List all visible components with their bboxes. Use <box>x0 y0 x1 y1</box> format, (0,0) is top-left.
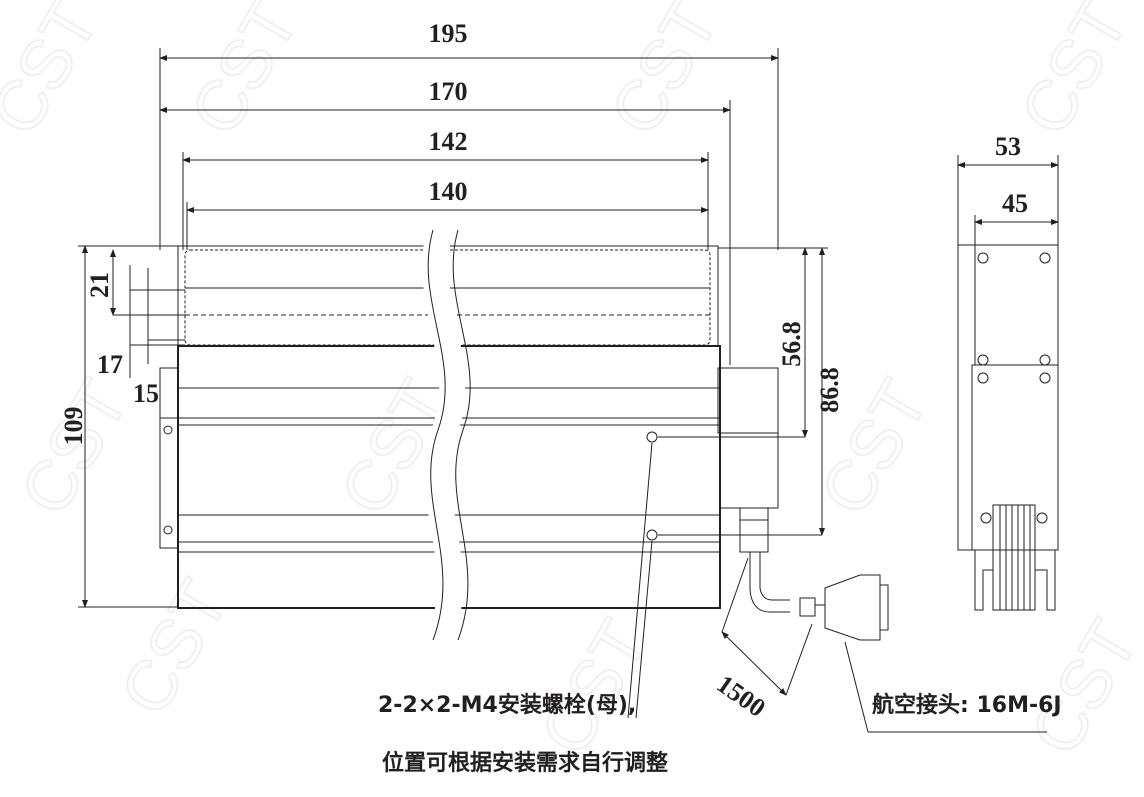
dimension-109: 109 <box>59 245 178 608</box>
svg-text:17: 17 <box>97 350 123 379</box>
connector-callout: 航空接头: 16M-6J <box>844 641 1062 733</box>
svg-text:CST: CST <box>105 567 243 727</box>
side-view: 53 45 <box>957 132 1059 611</box>
svg-text:CST: CST <box>525 607 663 767</box>
svg-text:CST: CST <box>595 0 733 148</box>
bolt-callout: 2-2×2-M4安装螺栓(母), 位置可根据安装需求自行调整 <box>378 442 668 776</box>
svg-text:140: 140 <box>429 177 468 206</box>
front-view <box>159 226 889 645</box>
svg-text:86.8: 86.8 <box>815 367 844 413</box>
cable-length-callout: 1500 <box>712 557 813 723</box>
svg-text:142: 142 <box>429 127 468 156</box>
svg-text:2-2×2-M4安装螺栓(母),: 2-2×2-M4安装螺栓(母), <box>378 692 636 718</box>
svg-text:CST: CST <box>1015 607 1144 767</box>
svg-text:CST: CST <box>175 0 313 148</box>
svg-text:航空接头: 16M-6J: 航空接头: 16M-6J <box>872 692 1062 718</box>
svg-text:170: 170 <box>429 77 468 106</box>
svg-text:1500: 1500 <box>712 669 771 723</box>
dimension-17-15: 17 15 <box>97 265 185 408</box>
svg-text:CST: CST <box>5 367 143 527</box>
svg-text:56.8: 56.8 <box>777 321 806 367</box>
dimension-86-8: 86.8 <box>815 247 844 536</box>
svg-text:15: 15 <box>133 379 159 408</box>
svg-text:CST: CST <box>1005 0 1143 148</box>
svg-text:21: 21 <box>85 272 114 298</box>
svg-text:53: 53 <box>995 132 1021 161</box>
dimension-142: 142 <box>182 127 709 250</box>
dimension-170: 170 <box>159 77 731 365</box>
svg-text:45: 45 <box>1002 189 1028 218</box>
svg-text:195: 195 <box>429 19 468 48</box>
dimension-21: 21 <box>85 249 185 316</box>
dimension-195: 195 <box>159 19 779 250</box>
dimension-140: 140 <box>186 177 709 250</box>
dimension-56-8: 56.8 <box>718 247 828 438</box>
svg-text:位置可根据安装需求自行调整: 位置可根据安装需求自行调整 <box>382 750 668 776</box>
svg-text:109: 109 <box>59 407 88 446</box>
svg-text:CST: CST <box>0 0 113 148</box>
